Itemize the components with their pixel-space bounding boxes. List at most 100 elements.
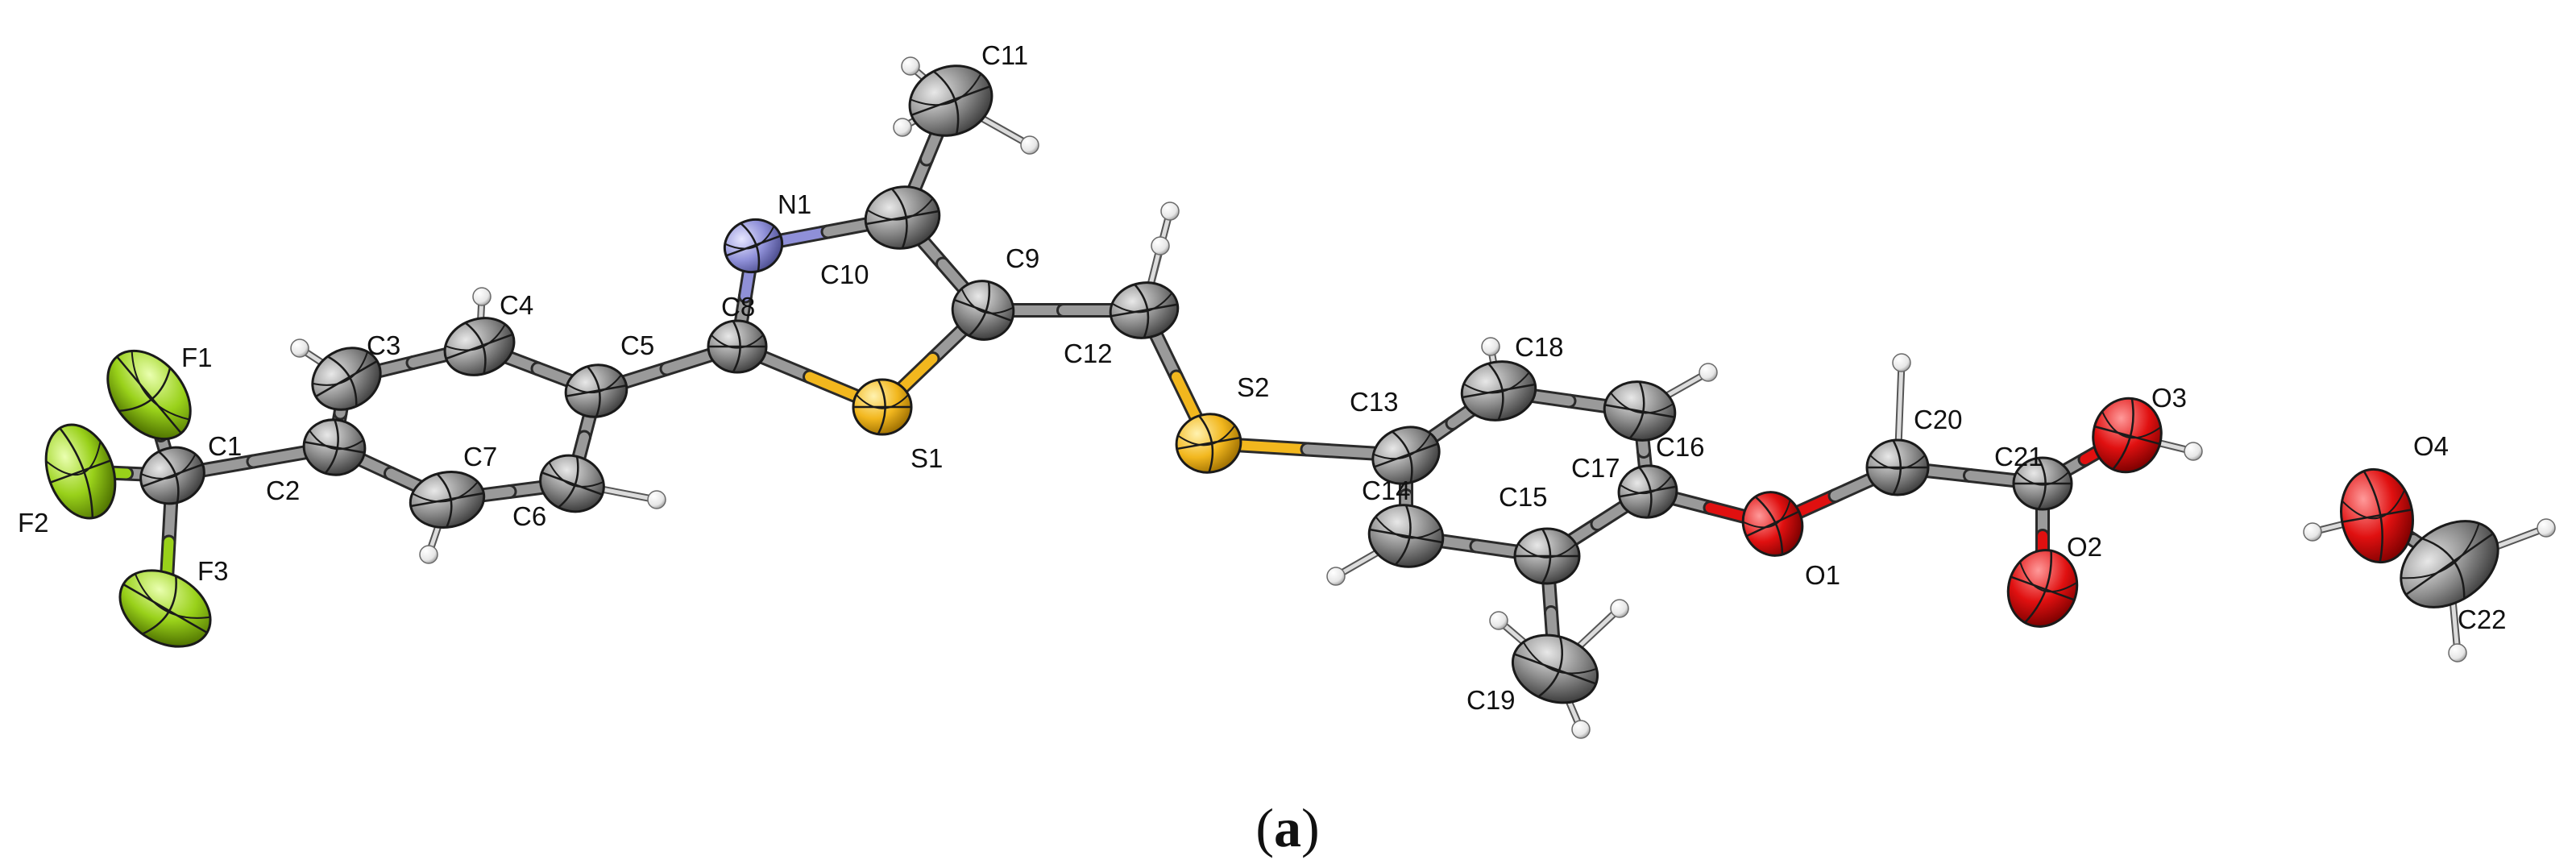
atom-c2 — [302, 418, 367, 476]
hydrogen-atom-o3-16 — [2184, 442, 2203, 461]
ellipsoid-axis — [1394, 504, 1412, 567]
ellipsoid-axis — [446, 333, 513, 360]
ellipsoid-axis — [315, 359, 378, 398]
atom-o4 — [2340, 467, 2414, 564]
ellipsoid-axis — [1133, 283, 1150, 339]
ellipsoid-axis — [2112, 397, 2134, 471]
atom-f2 — [44, 423, 117, 520]
ellipsoid-axis — [910, 73, 982, 106]
ellipsoid-axis — [1869, 454, 1926, 470]
ellipsoid-axis — [2342, 509, 2412, 523]
ellipsoid-axis — [2341, 489, 2406, 520]
atom-c1 — [139, 446, 205, 505]
ellipsoid-axis — [2037, 457, 2047, 510]
atom-o3 — [2092, 397, 2163, 474]
hydrogen-atom-c20-15 — [1892, 353, 1911, 372]
atom-label-c5: C5 — [620, 330, 654, 360]
ellipsoid-axis — [157, 451, 180, 504]
atom-c5 — [564, 363, 628, 418]
ellipsoid-axis — [890, 187, 908, 250]
ellipsoid-axis — [131, 351, 190, 421]
hydrogen-atom-c19-13 — [1610, 599, 1629, 618]
ellipsoid-axis — [309, 430, 364, 451]
ellipsoid-axis — [58, 426, 94, 519]
atom-label-o1: O1 — [1805, 560, 1840, 590]
atom-label-o2: O2 — [2067, 532, 2102, 562]
atom-label-f3: F3 — [197, 556, 229, 586]
ellipsoid-axis — [855, 394, 910, 409]
atom-label-c13: C13 — [1350, 387, 1399, 417]
atom-c22 — [2400, 520, 2499, 608]
ellipsoid-axis — [49, 459, 112, 484]
ellipsoid-axis — [45, 441, 102, 476]
ellipsoid-axis — [1892, 439, 1902, 496]
atom-c14 — [1367, 504, 1445, 568]
ellipsoid-axis — [1176, 436, 1241, 451]
atom-f1 — [106, 349, 192, 441]
atom-c6 — [539, 454, 605, 513]
ellipsoid-axis — [122, 583, 208, 634]
ellipsoid-axis — [2362, 470, 2383, 563]
ellipsoid-axis — [2023, 550, 2053, 624]
ellipsoid-axis — [960, 288, 1014, 314]
hydrogen-atom-c11-4 — [901, 56, 920, 76]
ellipsoid-axis — [134, 573, 211, 619]
ellipsoid-axis — [1391, 430, 1413, 484]
ellipsoid-axis — [1369, 528, 1443, 544]
ellipsoid-axis — [2101, 410, 2162, 439]
ellipsoid-axis — [118, 367, 172, 413]
hydrogen-atom-c12-7 — [1160, 201, 1180, 221]
hydrogen-atom-c18-10 — [1481, 337, 1500, 356]
atom-c8 — [707, 319, 768, 374]
ellipsoid-axis — [865, 210, 940, 226]
ellipsoid-axis — [557, 455, 579, 509]
ellipsoid-axis — [1610, 392, 1674, 414]
atom-label-c21: C21 — [1994, 442, 2043, 471]
atom-label-c4: C4 — [500, 290, 533, 320]
ellipsoid-axis — [1111, 292, 1173, 314]
ellipsoid-axis — [1754, 496, 1784, 555]
ellipsoid-axis — [548, 461, 604, 488]
hydrogen-atom-c14-9 — [1326, 567, 1346, 586]
hydrogen-atom-c19-12 — [1489, 611, 1508, 630]
ellipsoid-axis — [911, 85, 991, 116]
ellipsoid-axis — [1638, 466, 1653, 518]
ellipsoid-axis — [2400, 522, 2480, 579]
hydrogen-atom-c6-2 — [647, 490, 666, 509]
atom-label-s2: S2 — [1237, 372, 1269, 402]
atom-label-c20: C20 — [1914, 405, 1963, 434]
hydrogen-atom-c22-19 — [2448, 643, 2467, 662]
atom-label-s1: S1 — [911, 443, 943, 473]
hydrogen-atom-c12-8 — [1151, 236, 1170, 255]
atom-s1 — [852, 378, 913, 436]
atom-c12 — [1109, 281, 1180, 339]
ellipsoid-axis — [436, 472, 453, 529]
ellipsoid-axis — [141, 463, 204, 488]
atom-label-c22: C22 — [2458, 604, 2507, 634]
hydrogen-atom-c17-11 — [1699, 363, 1718, 382]
ellipsoid-axis — [1462, 372, 1530, 394]
caption-letter: a — [1274, 797, 1301, 858]
ellipsoid-axis — [324, 419, 339, 475]
ellipsoid-axis — [1537, 636, 1563, 698]
atom-label-c2: C2 — [266, 476, 300, 505]
atom-c20 — [1865, 438, 1930, 496]
ellipsoid-axis — [1110, 303, 1178, 318]
ellipsoid-axis — [116, 355, 182, 434]
ellipsoid-axis — [1522, 641, 1598, 675]
ellipsoid-axis — [1517, 542, 1577, 559]
atom-label-c3: C3 — [367, 330, 400, 360]
atom-c9 — [951, 280, 1015, 341]
hydrogen-atom-c7-3 — [419, 545, 438, 564]
atom-label-c10: C10 — [820, 260, 869, 289]
atom-label-c15: C15 — [1499, 482, 1548, 512]
ellipsoid-axis — [732, 320, 741, 373]
atom-f3 — [118, 569, 212, 648]
ellipsoid-axis — [725, 235, 782, 257]
ellipsoid-axis — [140, 453, 197, 480]
ellipsoid-axis — [304, 441, 365, 454]
ellipsoid-axis — [2421, 537, 2466, 600]
atom-label-c6: C6 — [512, 501, 546, 531]
